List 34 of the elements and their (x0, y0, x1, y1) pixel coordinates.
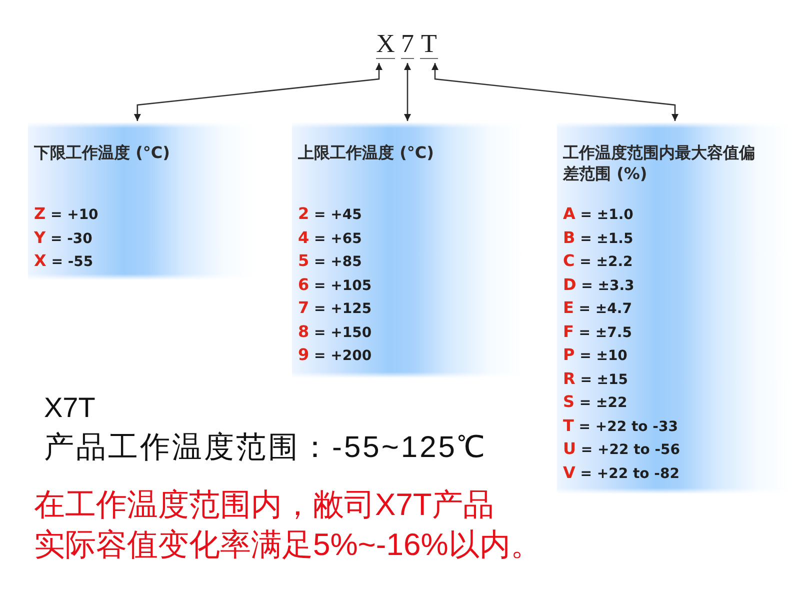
code-entry: R = ±15 (563, 368, 628, 390)
code-entry: S = ±22 (563, 392, 628, 413)
code-entry: E = ±4.7 (563, 298, 632, 319)
code-entry: 7 = +125 (298, 298, 372, 319)
code-entry: 9 = +200 (298, 345, 372, 366)
arrow (404, 63, 411, 121)
panel-heading: 上限工作温度 (°C) (298, 142, 434, 163)
code-entry: V = +22 to -82 (563, 462, 680, 484)
code-entry: 5 = +85 (298, 251, 362, 272)
code-entry: 2 = +45 (298, 204, 362, 225)
code-entry: D = ±3.3 (563, 274, 634, 296)
code-entry: B = ±1.5 (563, 228, 634, 248)
panel-heading: 工作温度范围内最大容值偏差范围 (%) (563, 142, 756, 184)
code-letter: T (420, 31, 438, 59)
code-entry: 4 = +65 (298, 228, 362, 248)
note-text: 在工作温度范围内，敝司X7T产品实际容值变化率满足5%~-16%以内。 (34, 486, 542, 564)
code-entry: Y = -30 (34, 228, 92, 248)
temperature-range: 产品工作温度范围：-55~125℃ (44, 430, 487, 466)
panel-heading: 下限工作温度 (°C) (34, 142, 170, 163)
arrow (134, 63, 382, 121)
code-entry: P = ±10 (563, 345, 628, 366)
code-entry: Z = +10 (34, 204, 98, 225)
code-entry: C = ±2.2 (563, 251, 633, 272)
code-entry: A = ±1.0 (563, 204, 634, 225)
code-letter: X (376, 31, 395, 59)
arrow (432, 63, 678, 121)
product-code: X7T (44, 391, 96, 425)
code-entry: U = +22 to -56 (563, 439, 680, 460)
code-entry: F = ±7.5 (563, 322, 632, 342)
code-letter: 7 (401, 31, 414, 59)
code-entry: 8 = +150 (298, 322, 372, 342)
code-entry: X = -55 (34, 251, 94, 272)
code-entry: 6 = +105 (298, 274, 372, 296)
code-entry: T = +22 to -33 (563, 416, 678, 436)
